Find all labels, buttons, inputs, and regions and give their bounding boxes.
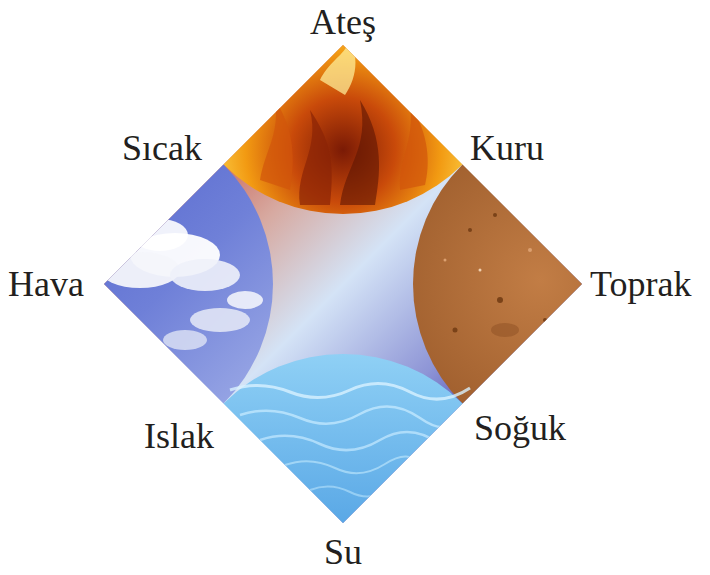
element-label: Soğuk bbox=[474, 408, 566, 448]
element-label: Su bbox=[324, 532, 362, 572]
element-label: Toprak bbox=[590, 264, 691, 304]
element-label: Ateş bbox=[310, 2, 376, 42]
element-label: Sıcak bbox=[122, 128, 202, 168]
element-label: Kuru bbox=[470, 128, 544, 168]
element-label: Hava bbox=[8, 264, 84, 304]
water-picture bbox=[174, 354, 512, 575]
element-label: Islak bbox=[144, 416, 214, 456]
